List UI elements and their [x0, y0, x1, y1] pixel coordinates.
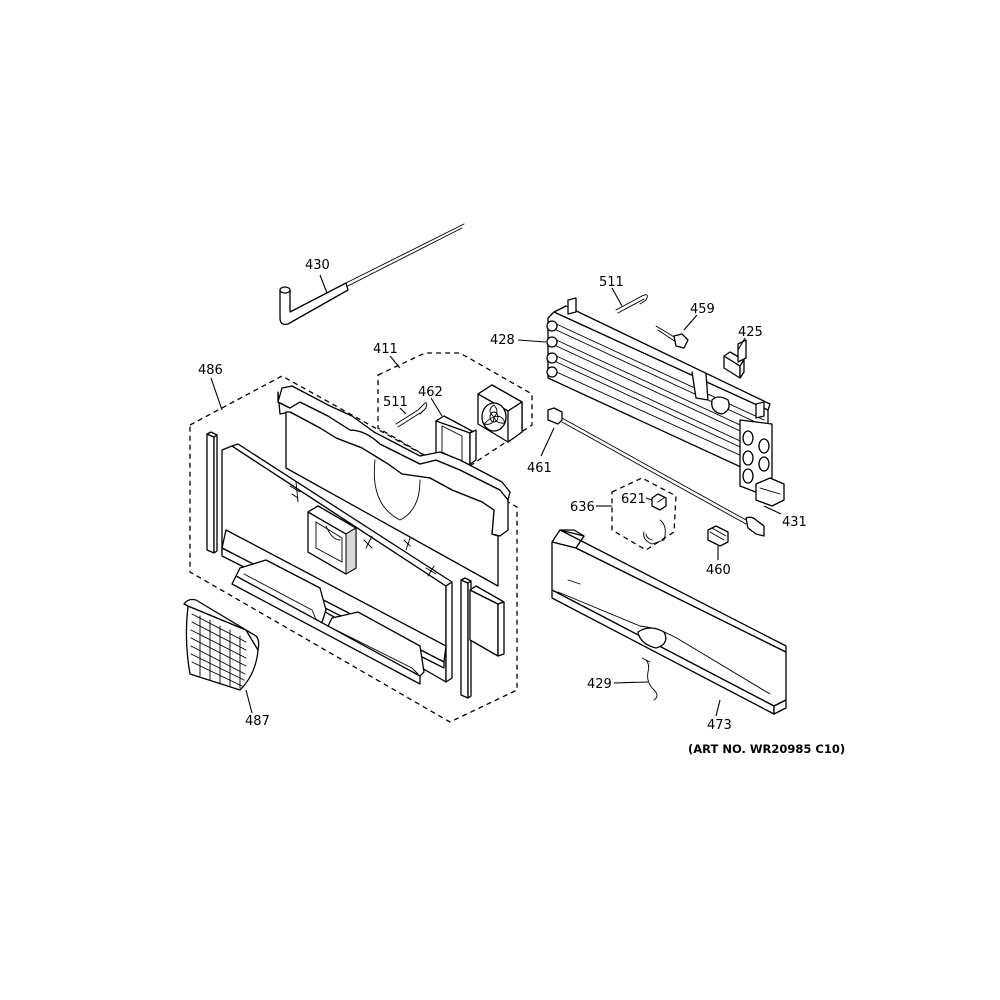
part-lower-duct [221, 529, 447, 685]
part-461-harness [547, 407, 765, 537]
callout-461: 461 [527, 461, 552, 476]
callout-460: 460 [706, 563, 731, 578]
part-473-drain-pan [551, 529, 787, 715]
callout-411: 411 [373, 342, 398, 357]
part-459-sensor [655, 325, 689, 349]
part-rear-lower-panel [469, 585, 505, 657]
part-431-heater-pad [755, 477, 785, 507]
callout-462: 462 [418, 385, 443, 400]
group-411-outline [377, 352, 533, 472]
leader-lines [210, 274, 782, 717]
callout-487: 487 [245, 714, 270, 729]
callout-459: 459 [690, 302, 715, 317]
callout-431: 431 [782, 515, 807, 530]
part-425-bracket [723, 339, 747, 379]
group-486-outline [189, 375, 518, 723]
callout-429: 429 [587, 677, 612, 692]
callout-511-right: 511 [599, 275, 624, 290]
callout-511-left: 511 [383, 395, 408, 410]
callout-425: 425 [738, 325, 763, 340]
part-428-evaporator [546, 297, 773, 497]
group-636-outline [611, 477, 677, 551]
part-right-strip [460, 577, 472, 699]
callout-473: 473 [707, 718, 732, 733]
part-damper-housing [307, 505, 357, 575]
part-insulation-panel [277, 385, 511, 587]
part-429-spring [641, 657, 658, 701]
callout-labels: 430 411 511 462 486 487 511 459 425 428 … [198, 258, 807, 733]
part-fan-motor [477, 384, 523, 443]
part-511-clip-right [615, 294, 648, 314]
part-487-grille [183, 598, 260, 691]
part-430-tube [279, 223, 465, 326]
callout-430: 430 [305, 258, 330, 273]
callout-636: 636 [570, 500, 595, 515]
part-621-clip [651, 493, 667, 511]
art-number: (ART NO. WR20985 C10) [688, 742, 845, 756]
part-left-strip [206, 431, 218, 554]
part-636-wire [643, 519, 666, 545]
part-460-connector [707, 525, 729, 547]
callout-621: 621 [621, 492, 646, 507]
part-511-clip-left [395, 402, 428, 428]
callout-486: 486 [198, 363, 223, 378]
callout-428: 428 [490, 333, 515, 348]
